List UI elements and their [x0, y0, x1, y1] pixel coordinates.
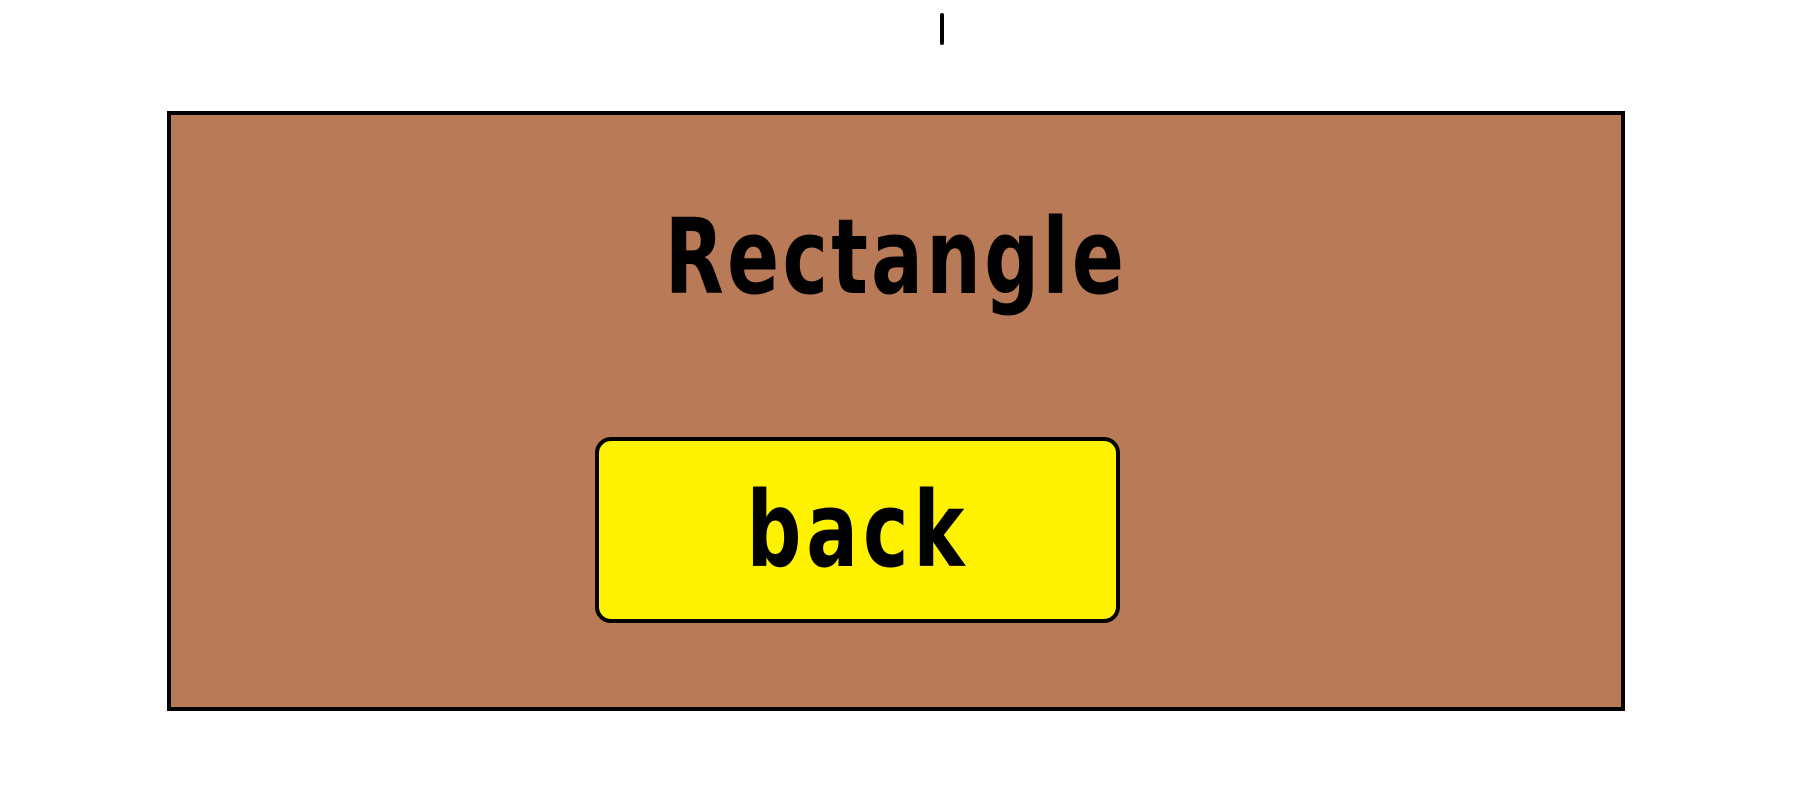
back-button[interactable]: back: [595, 437, 1120, 623]
shape-title: Rectangle: [664, 196, 1128, 318]
text-cursor: [940, 13, 944, 45]
back-button-label: back: [746, 469, 969, 591]
shape-panel: Rectangle back: [167, 111, 1625, 711]
